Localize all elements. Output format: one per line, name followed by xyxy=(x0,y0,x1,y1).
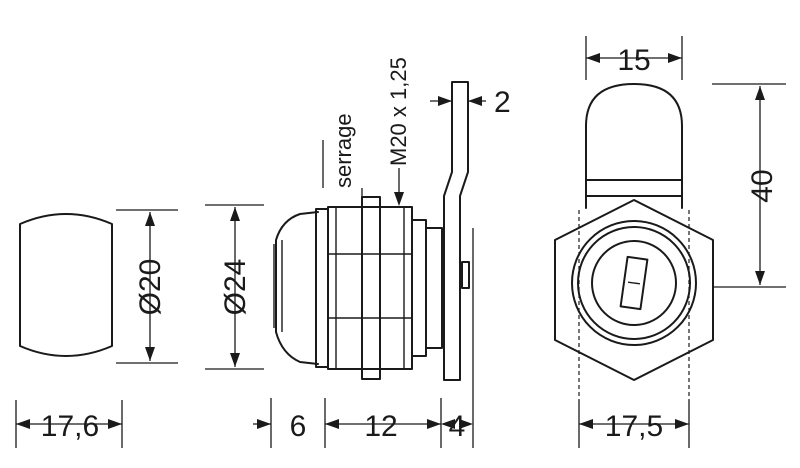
height-label: 40 xyxy=(746,169,779,202)
cam-diameter-label: Ø20 xyxy=(134,259,167,316)
body-diameter-label: Ø24 xyxy=(219,259,252,316)
dim-6-label: 6 xyxy=(290,410,307,443)
cam-front-view xyxy=(19,213,113,357)
lock-side-view xyxy=(273,81,470,381)
dim-12-label: 12 xyxy=(364,410,397,443)
body-diameter-dimension: Ø24 xyxy=(205,204,264,370)
dim-4-label: 4 xyxy=(449,410,466,443)
thread-annotation: M20 x 1,25 xyxy=(386,57,411,206)
serrage-label: serrage xyxy=(331,113,356,188)
cam-width-label: 17,6 xyxy=(41,410,99,443)
cam-width-dimension: 17,6 xyxy=(15,400,123,448)
lock-rear-view xyxy=(554,83,714,400)
cam-thickness-label: 2 xyxy=(494,86,511,119)
length-dimension-chain: 6 12 4 xyxy=(253,228,474,448)
hex-width-dimension: 17,5 xyxy=(578,400,690,448)
cam-diameter-dimension: Ø20 xyxy=(116,209,178,364)
serrage-annotation: serrage xyxy=(322,113,363,198)
height-dimension: 40 xyxy=(712,83,786,288)
thread-label: M20 x 1,25 xyxy=(386,57,411,166)
hex-width-label: 17,5 xyxy=(605,410,663,443)
cam-thickness-dimension: 2 xyxy=(430,86,511,119)
head-width-dimension: 15 xyxy=(585,36,683,80)
head-width-label: 15 xyxy=(617,44,650,77)
